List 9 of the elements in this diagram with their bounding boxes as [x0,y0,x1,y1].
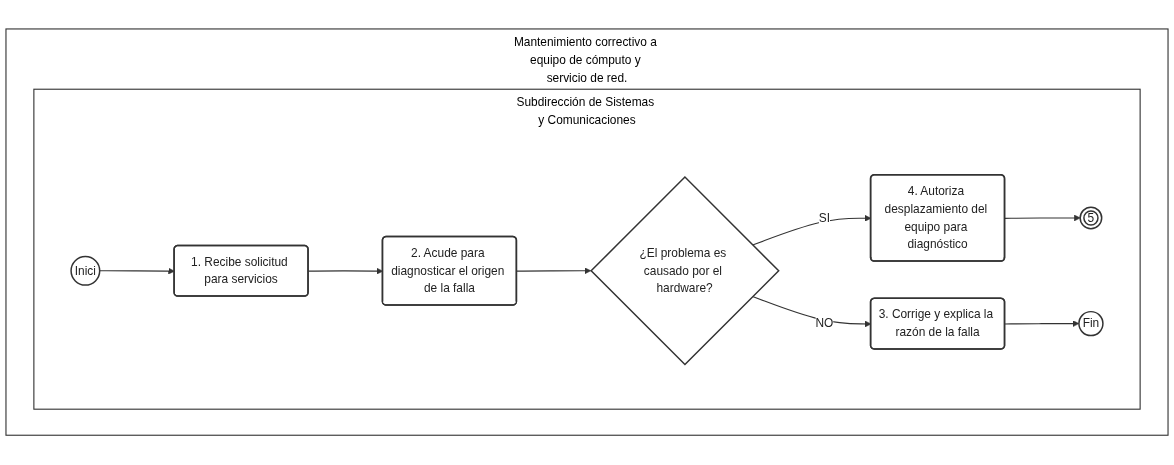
arrow [1004,215,1081,222]
arrow [99,268,175,275]
edge-label: NO [815,317,834,330]
edge-label: SI [818,211,831,225]
node-circle: Inici [70,256,101,287]
arrow [516,267,592,275]
arrow [1004,320,1080,328]
node-circle: Fin [1078,311,1104,337]
node-diamond: ¿El problema es causado por el hardware? [590,176,780,366]
